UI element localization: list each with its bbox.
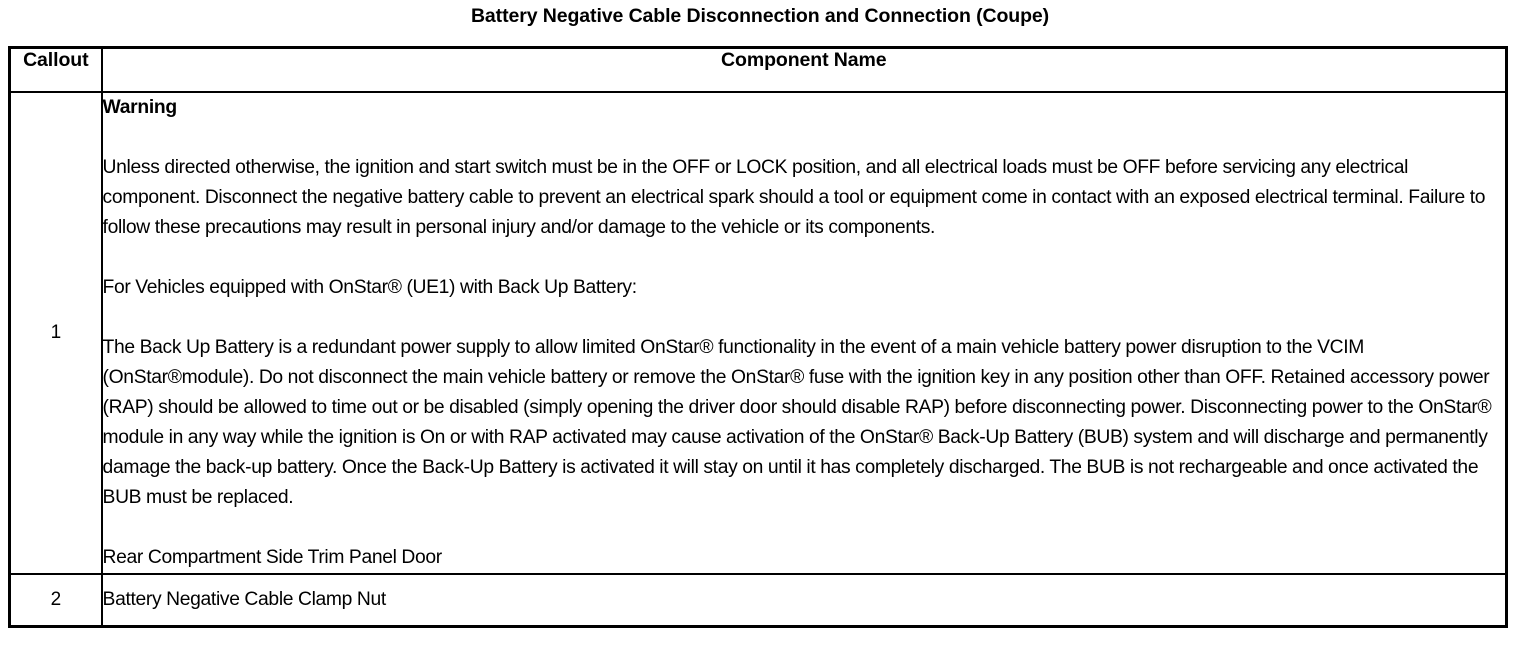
warning-heading: Warning — [102, 97, 178, 118]
warning-paragraph-general: Unless directed otherwise, the ignition … — [102, 157, 1486, 238]
table-row: 2 Battery Negative Cable Clamp Nut — [8, 573, 1508, 628]
component-label-trim-panel-door: Rear Compartment Side Trim Panel Door — [102, 547, 443, 568]
table-row: 1 Warning Unless directed otherwise, the… — [8, 91, 1508, 575]
callout-number-2: 2 — [8, 573, 103, 628]
warning-paragraph-onstar-intro: For Vehicles equipped with OnStar® (UE1)… — [102, 277, 638, 298]
column-header-component-name: Component Name — [100, 46, 1508, 93]
page-title: Battery Negative Cable Disconnection and… — [470, 5, 1050, 27]
callout-number-1: 1 — [8, 91, 103, 575]
callout-table: Callout Component Name 1 Warning Unless … — [8, 46, 1508, 628]
warning-paragraph-backup-battery: The Back Up Battery is a redundant power… — [102, 337, 1492, 508]
table-header-row: Callout Component Name — [8, 46, 1508, 93]
component-name-cell-2: Battery Negative Cable Clamp Nut — [100, 573, 1508, 628]
column-header-callout: Callout — [8, 46, 103, 93]
component-name-cell-1: Warning Unless directed otherwise, the i… — [100, 91, 1508, 575]
